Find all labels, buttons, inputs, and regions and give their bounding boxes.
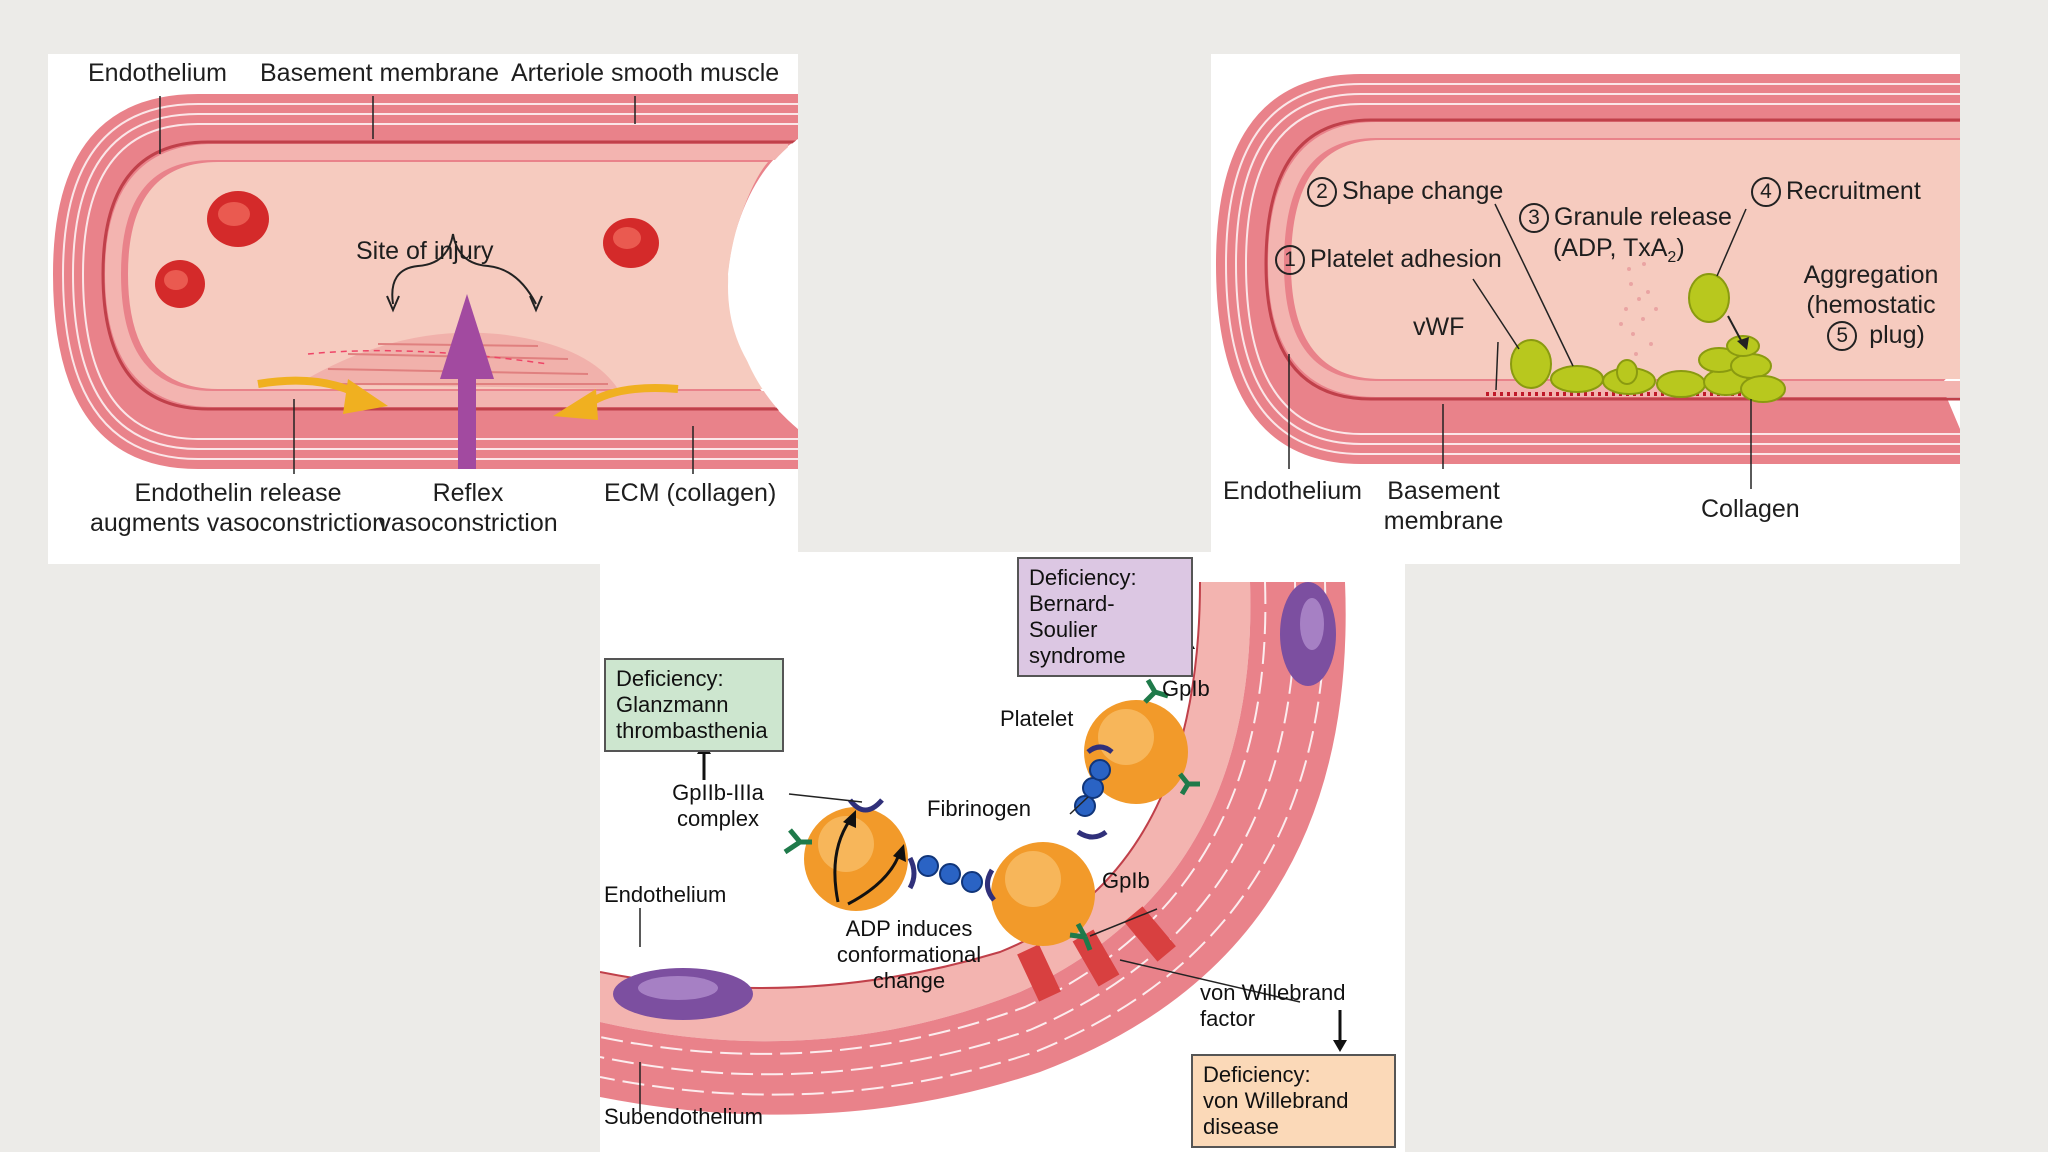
gpib-receptor-icon <box>783 678 1200 951</box>
red-blood-cell <box>207 191 269 247</box>
panel-platelet-receptors: Deficiency: Bernard-Soulier syndrome Def… <box>600 552 1405 1152</box>
vessel-illustration-a <box>53 94 798 474</box>
label-fibrinogen: Fibrinogen <box>927 796 1031 821</box>
label-collagen: Collagen <box>1701 495 1800 523</box>
box-bernard-soulier: Deficiency: Bernard-Soulier syndrome <box>1017 557 1193 677</box>
platelet-icon <box>804 700 1188 946</box>
label-endothelium-c: Endothelium <box>604 882 727 907</box>
label-arteriole-smooth-muscle: Arteriole smooth muscle <box>511 59 780 87</box>
label-endothelin-release: Endothelin release augments vasoconstric… <box>90 479 386 537</box>
label-basement-membrane-b: Basement membrane <box>1383 477 1504 535</box>
label-basement-membrane: Basement membrane <box>260 59 500 87</box>
label-endothelium: Endothelium <box>88 59 227 87</box>
label-endothelium-b: Endothelium <box>1223 477 1362 505</box>
label-gpib-mid: GpIb <box>1102 868 1150 893</box>
receptor-illustration <box>600 581 1347 1115</box>
label-gpib-top: GpIb <box>1162 676 1210 701</box>
label-vwf: vWF <box>1413 313 1465 341</box>
red-blood-cell <box>155 260 205 308</box>
box-glanzmann: Deficiency: Glanzmann thrombasthenia <box>604 658 784 752</box>
label-platelet: Platelet <box>1000 706 1074 731</box>
label-subendothelium: Subendothelium <box>604 1104 764 1129</box>
von-willebrand-factor-icon <box>1017 906 1176 1002</box>
fibrinogen-icon <box>917 759 1111 893</box>
label-adp-induces: ADP induces conformational change <box>836 916 982 993</box>
red-blood-cell <box>603 218 659 268</box>
reflex-arrow-icon <box>440 294 494 469</box>
label-reflex-vasoconstriction: Reflex vasoconstriction <box>378 479 558 537</box>
label-ecm-collagen: ECM (collagen) <box>604 479 777 507</box>
label-site-of-injury: Site of injury <box>356 237 494 265</box>
label-von-willebrand-factor: von Willebrand factor <box>1200 980 1346 1031</box>
platelet-icon <box>1510 273 1786 403</box>
label-gpiib-iiia-complex: GpIIb-IIIa complex <box>672 780 764 831</box>
panel-vasoconstriction: Endothelium Basement membrane Arteriole … <box>48 54 798 564</box>
box-von-willebrand-disease: Deficiency: von Willebrand disease <box>1191 1054 1396 1148</box>
